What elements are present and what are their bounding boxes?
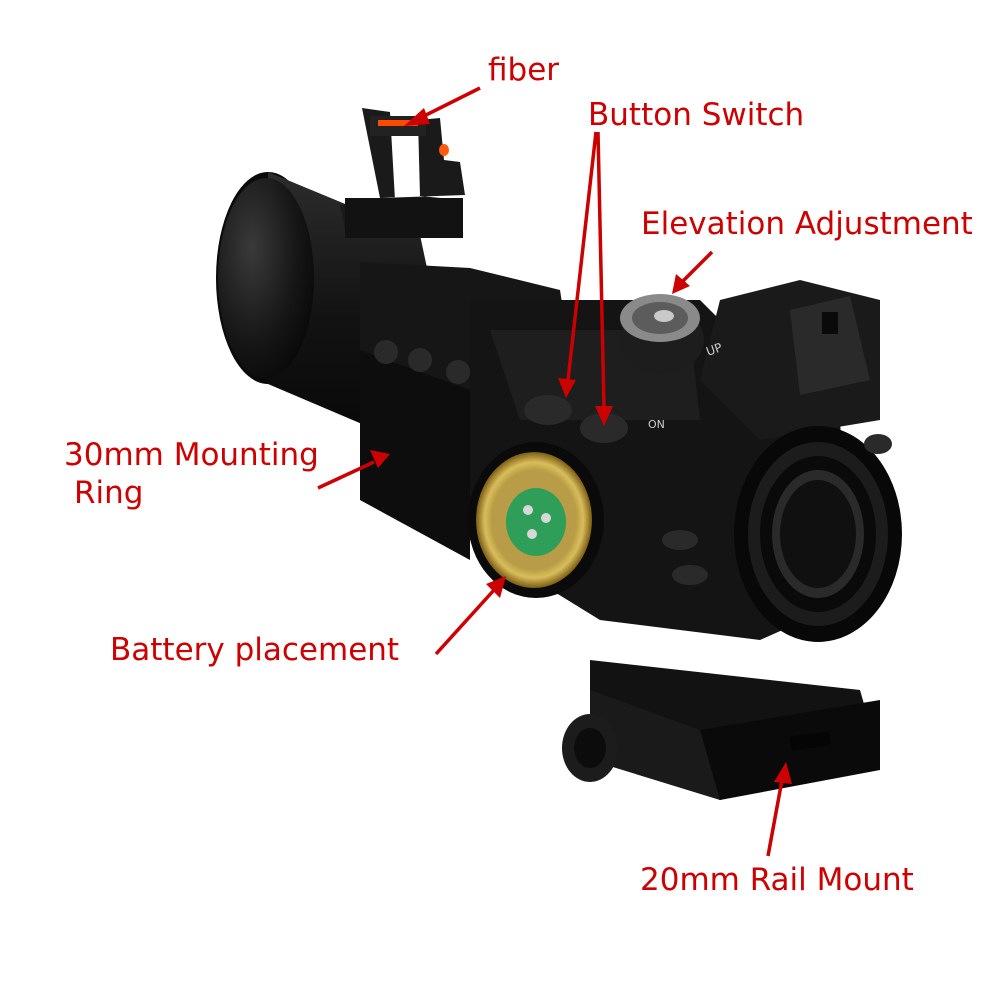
callout-arrows (317, 86, 792, 857)
arrow-rail-mount (766, 779, 784, 857)
button-switch-right (580, 413, 628, 443)
arrow-elevation (680, 250, 714, 284)
side-screws (662, 434, 892, 585)
fiber-sight-post (340, 108, 465, 238)
battery-compartment (468, 442, 604, 598)
rail-mount (562, 660, 880, 800)
on-marking: ON (648, 418, 665, 431)
callout-fiber: fiber (488, 52, 560, 88)
arrow-button-switch-left (566, 131, 598, 381)
elevation-knob (620, 294, 704, 374)
ocular-lens (734, 426, 902, 642)
button-switch-left (524, 395, 572, 425)
arrow-button-switch-right (596, 131, 606, 409)
callout-mounting-ring-line1: 30mm Mounting (64, 437, 319, 473)
up-marking: UP (704, 340, 724, 359)
callout-mounting-ring-line2: Ring (74, 475, 144, 511)
callout-rail-mount: 20mm Rail Mount (640, 862, 914, 898)
rear-sight: UP (700, 280, 880, 440)
callout-elevation-adjustment: Elevation Adjustment (641, 206, 973, 242)
arrow-fiber (419, 86, 481, 120)
callout-battery-placement: Battery placement (110, 632, 400, 668)
fiber-insert (378, 120, 418, 126)
callout-button-switch: Button Switch (588, 97, 805, 133)
arrow-mounting-ring (317, 460, 375, 490)
arrow-battery (434, 588, 496, 656)
